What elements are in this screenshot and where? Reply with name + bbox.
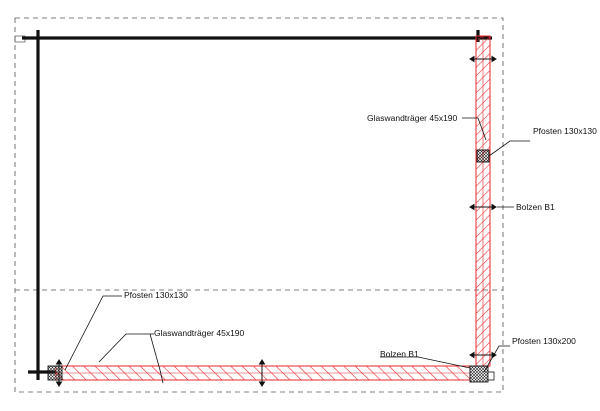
beam-right-vertical: [475, 35, 491, 367]
post-corner: [469, 365, 489, 383]
post-corner-cap: [487, 371, 495, 381]
leader-lines: [64, 117, 530, 384]
wall-lines: [22, 30, 492, 380]
label-glaswandtraeger-bottom: Glaswandträger 45x190: [154, 328, 245, 338]
label-pfosten-corner: Pfosten 130x200: [512, 336, 576, 346]
post-bottom-left: [47, 365, 63, 381]
label-pfosten-bottom-left: Pfosten 130x130: [124, 290, 188, 300]
bolt-markers-bottom: [55, 359, 266, 387]
label-pfosten-top-right: Pfosten 130x130: [533, 126, 597, 136]
boundary-dashed: [14, 17, 504, 393]
bolt-markers-right: [469, 55, 497, 359]
label-glaswandtraeger-right: Glaswandträger 45x190: [367, 113, 458, 123]
post-top-right: [476, 149, 490, 163]
beam-bottom-horizontal: [55, 365, 471, 381]
label-bolzen-right: Bolzen B1: [516, 202, 555, 212]
label-bolzen-bottom: Bolzen B1: [380, 349, 419, 359]
